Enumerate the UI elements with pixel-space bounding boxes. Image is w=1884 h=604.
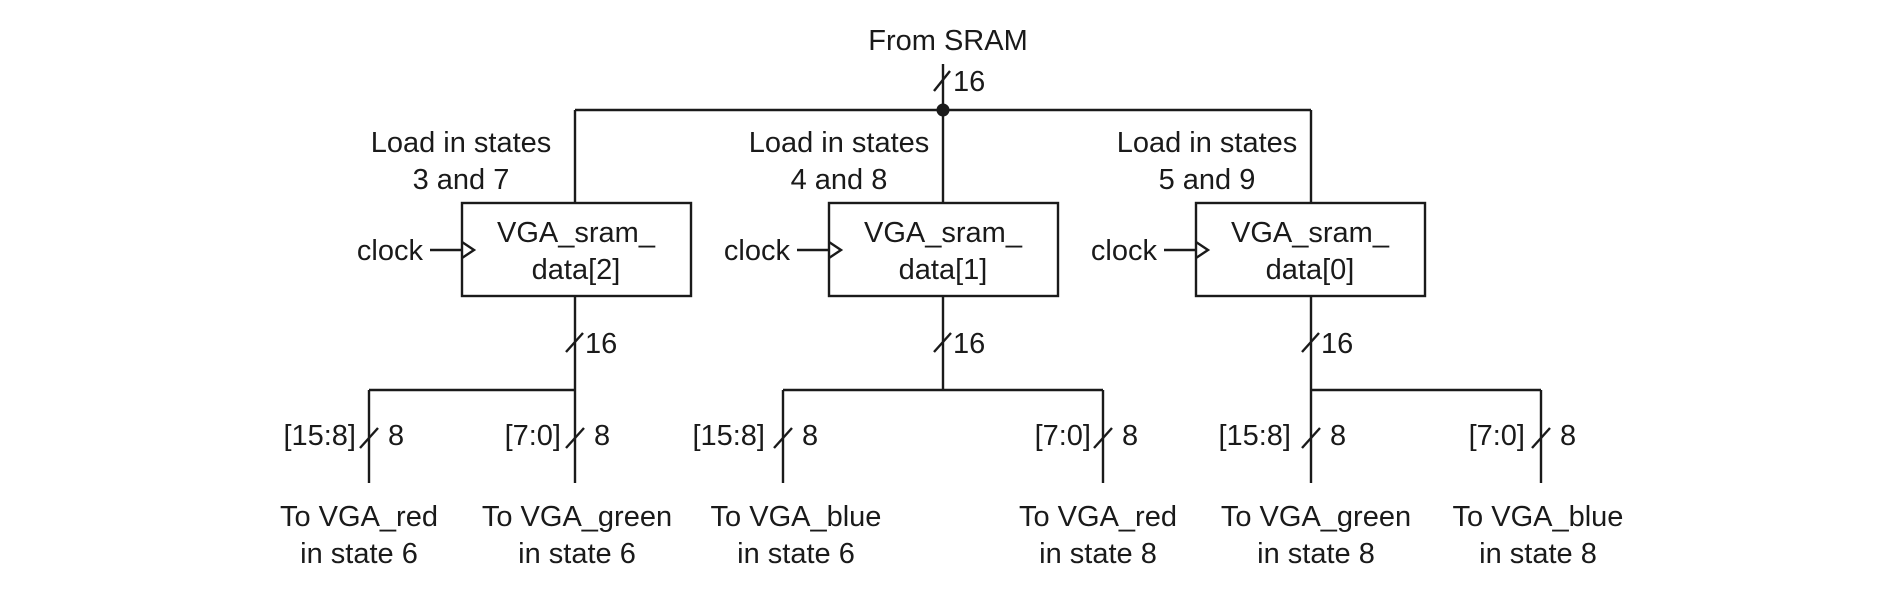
output-2-slash [773,427,793,449]
output-2-dest-line1: To VGA_blue [711,501,882,533]
register-1-clock-label: clock [724,235,791,267]
output-5-dest-line2: in state 8 [1479,538,1597,570]
output-0-width: 8 [388,420,404,452]
register-0-clock-triangle [1195,241,1211,259]
output-3-dest-line2: in state 8 [1039,538,1157,570]
output-4-width: 8 [1330,420,1346,452]
output-4-dest-line1: To VGA_green [1221,501,1411,533]
register-1-rect [827,201,1060,298]
register-2-output-slash [565,332,584,353]
register-2-name-line2: data[2] [532,254,621,286]
output-5-width: 8 [1560,420,1576,452]
register-1-name-line1: VGA_sram_ [864,217,1023,249]
output-1-slash [565,427,585,449]
output-1-slice: [7:0] [505,420,561,452]
output-2-slice: [15:8] [692,420,765,452]
register-2-rect [460,201,693,298]
register-0-load-line1: Load in states [1117,127,1298,159]
output-3-slash [1093,427,1113,449]
source-bus-slash [933,70,951,92]
register-0-output-slash [1301,332,1320,353]
output-5-slash [1531,427,1551,449]
register-0-load-line2: 5 and 9 [1159,164,1256,196]
output-4-slash [1301,427,1321,449]
register-1-name-line2: data[1] [899,254,988,286]
source-width-label: 16 [953,66,985,98]
output-5-dest-line1: To VGA_blue [1453,501,1624,533]
output-0-dest-line1: To VGA_red [280,501,438,533]
register-0-name-line2: data[0] [1266,254,1355,286]
output-0-slice: [15:8] [283,420,356,452]
register-1-clock-triangle [828,241,844,259]
register-2-name-line1: VGA_sram_ [497,217,656,249]
output-1-dest-line1: To VGA_green [482,501,672,533]
register-0-name-line1: VGA_sram_ [1231,217,1390,249]
output-3-dest-line1: To VGA_red [1019,501,1177,533]
register-2-output-width: 16 [585,328,617,360]
output-3-slice: [7:0] [1035,420,1091,452]
output-2-width: 8 [802,420,818,452]
output-5-slice: [7:0] [1469,420,1525,452]
register-0-output-width: 16 [1321,328,1353,360]
output-4-slice: [15:8] [1218,420,1291,452]
register-2-load-line2: 3 and 7 [413,164,510,196]
register-2-clock-triangle [461,241,477,259]
output-0-dest-line2: in state 6 [300,538,418,570]
register-2-load-line1: Load in states [371,127,552,159]
register-1-output-width: 16 [953,328,985,360]
register-0-clock-label: clock [1091,235,1158,267]
register-box-data-0: VGA_sram_ data[0] [1194,201,1427,298]
register-1-output-slash [933,332,952,353]
output-0-slash [359,427,379,449]
output-4-dest-line2: in state 8 [1257,538,1375,570]
output-1-width: 8 [594,420,610,452]
register-2-clock-label: clock [357,235,424,267]
source-label: From SRAM [868,25,1028,57]
register-1-load-line2: 4 and 8 [791,164,888,196]
output-3-width: 8 [1122,420,1138,452]
register-box-data-1: VGA_sram_ data[1] [827,201,1060,298]
register-1-load-line1: Load in states [749,127,930,159]
output-1-dest-line2: in state 6 [518,538,636,570]
output-2-dest-line2: in state 6 [737,538,855,570]
register-box-data-2: VGA_sram_ data[2] [460,201,693,298]
